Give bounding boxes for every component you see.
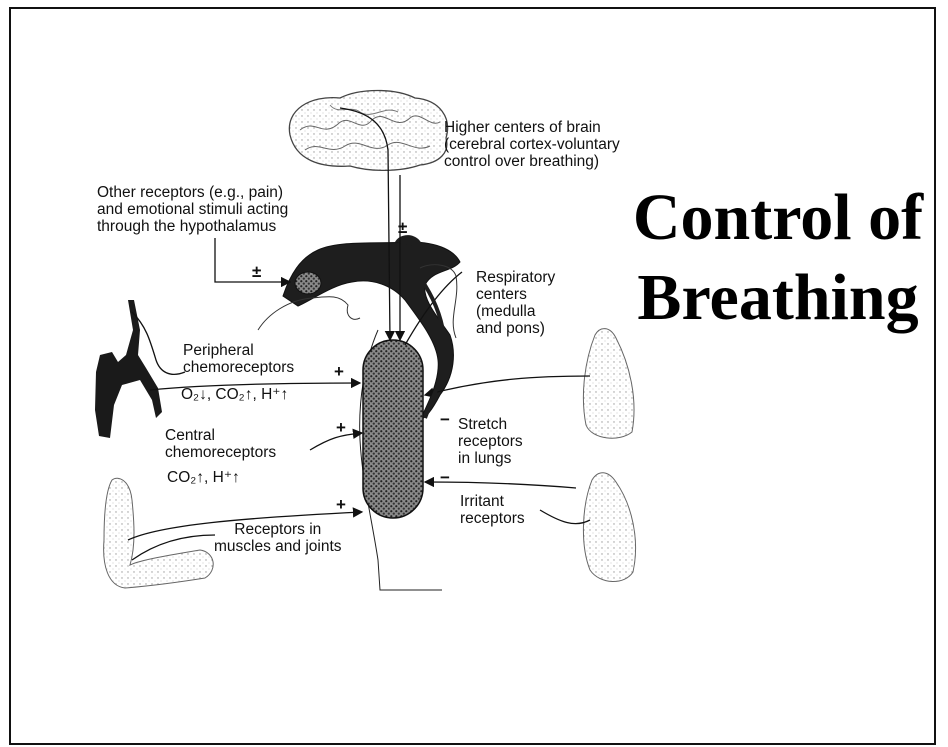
label-line: chemoreceptors [165,444,276,461]
title-line-2: Breathing [618,258,938,338]
sign-central: + [336,418,346,438]
label-line: through the hypothalamus [97,218,288,235]
label-line: Central [165,427,276,444]
label-central-chemoreceptors: Central chemoreceptors [165,427,276,461]
brain-icon [289,91,447,171]
label-muscle-receptors: Receptors in muscles and joints [214,521,342,555]
lung-upper-icon [583,329,634,439]
label-line: Stretch [458,416,523,433]
label-line: and pons) [476,320,555,337]
label-line: muscles and joints [214,538,342,555]
label-line: Other receptors (e.g., pain) [97,184,288,201]
label-line: receptors [458,433,523,450]
label-respiratory-centers: Respiratory centers (medulla and pons) [476,269,555,337]
label-peripheral-chemoreceptors: Peripheral chemoreceptors [183,342,294,376]
label-line: in lungs [458,450,523,467]
slide-title: Control of Breathing [618,178,938,338]
central-chem-values: CO₂↑, H⁺↑ [167,468,240,487]
sign-hypothalamus: ± [252,262,261,282]
label-line: Higher centers of brain [444,119,620,136]
label-line: centers [476,286,555,303]
sign-stretch: − [440,410,450,430]
respiratory-center-shape [363,340,423,518]
lung-lower-icon [583,473,635,582]
sign-irritant: − [440,468,450,488]
sign-peripheral: + [334,362,344,382]
label-line: Receptors in [214,521,342,538]
label-line: Irritant [460,493,525,510]
title-line-1: Control of [618,178,938,258]
sign-muscles: + [336,495,346,515]
label-line: control over breathing) [444,153,620,170]
label-line: receptors [460,510,525,527]
aortic-arch-icon [95,300,162,438]
sign-brain: ± [398,218,407,238]
label-line: chemoreceptors [183,359,294,376]
label-line: (cerebral cortex-voluntary [444,136,620,153]
label-line: Respiratory [476,269,555,286]
label-stretch-receptors: Stretch receptors in lungs [458,416,523,467]
label-line: (medulla [476,303,555,320]
label-line: and emotional stimuli acting [97,201,288,218]
label-higher-centers: Higher centers of brain (cerebral cortex… [444,119,620,170]
peripheral-chem-values: O₂↓, CO₂↑, H⁺↑ [181,385,288,404]
label-line: Peripheral [183,342,294,359]
label-irritant-receptors: Irritant receptors [460,493,525,527]
muscle-joint-icon [104,478,214,588]
label-other-receptors: Other receptors (e.g., pain) and emotion… [97,184,288,235]
